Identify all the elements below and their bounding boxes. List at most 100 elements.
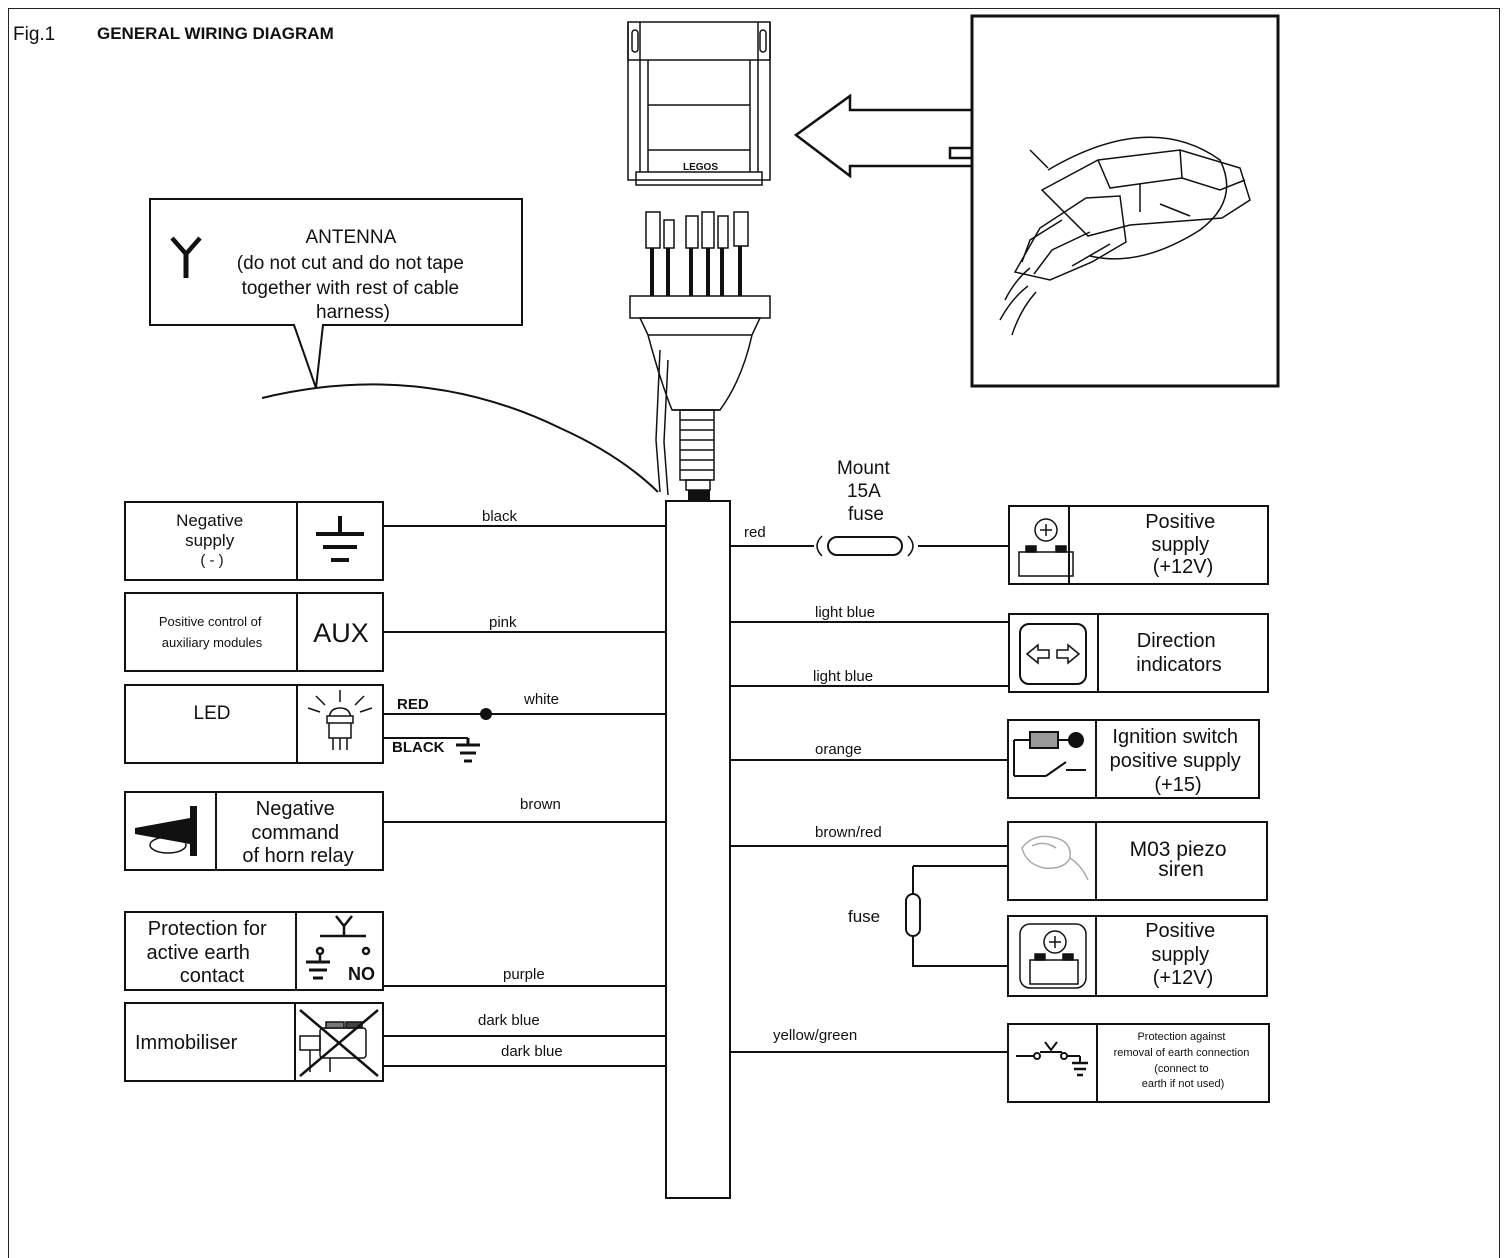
fuse-label-1: Mount [837,458,891,479]
negative-supply-label-2: supply [185,531,235,550]
positive-supply-box-1: Positive supply (+12V) [1008,505,1269,585]
svg-text:Protection for active ea: Protection for active earth contact [147,918,273,987]
wire-label-white: white [523,691,559,708]
ignition-box: Ignition switch positive supply (+15) [1007,719,1260,799]
fuse-15a [816,535,914,557]
svg-text:Positive supply (+: Positive supply (+12V) [1145,511,1221,578]
wire-label-dark-blue-2: dark blue [501,1043,563,1060]
no-symbol: NO [348,964,375,984]
aux-box: Positive control of auxiliary modules AU… [124,592,384,672]
siren-icon [1021,835,1089,881]
ignition-label-2: positive supply [1110,750,1241,772]
switch-icon [306,915,371,980]
siren-fuse-label: fuse [848,907,880,926]
horn-box: Negative command of horn relay [124,791,384,871]
svg-text:Mount 15A fuse: Mount 15A fuse [837,458,895,525]
wire-label-purple: purple [503,966,545,983]
aux-label-1: Positive control of [159,614,262,629]
earth-contact-label-3: contact [180,965,245,987]
wire-label-red: red [744,524,766,541]
fuse-label-3: fuse [848,504,884,525]
ignition-label-3: (+15) [1154,774,1201,796]
svg-text:Protection against remov: Protection against removal of earth conn… [1114,1031,1253,1090]
direction-label-1: Direction [1137,630,1216,652]
legos-label: LEGOS [683,162,718,173]
figure-label: Fig.1 [13,24,55,45]
wire-label-yellow-green: yellow/green [773,1027,857,1044]
svg-text:Direction indicators: Direction indicators [1136,630,1222,676]
fuse-label-2: 15A [847,481,881,502]
siren-label-1: M03 piezo [1130,838,1227,861]
antenna-callout: ANTENNA (do not cut and do not tape toge… [149,198,659,493]
harness-bar [665,500,731,1199]
junction-dot [480,708,492,720]
inset-detail-box [970,14,1280,388]
figure-title: GENERAL WIRING DIAGRAM [97,24,334,43]
direction-box: Direction indicators [1008,613,1269,693]
svg-text:Positive control of auxi: Positive control of auxiliary modules [159,614,265,650]
wire-label-brown-red: brown/red [815,824,882,841]
positive-supply-1-label-1: Positive [1145,511,1215,533]
led-icon [307,690,373,750]
arrow-indicator [793,93,987,179]
figure-frame [8,8,1500,1258]
immobiliser-label: Immobiliser [135,1032,238,1054]
led-black-label: BLACK [392,739,445,756]
negative-supply-sign: ( - ) [200,552,223,569]
led-box: LED [124,684,384,764]
earth-removal-box: Protection against removal of earth conn… [1007,1023,1270,1103]
wire-label-black: black [482,508,518,525]
aux-symbol: AUX [313,618,369,648]
battery-icon-2 [1019,923,1087,989]
antenna-note-1: (do not cut and do not tape [237,253,464,274]
siren-fuse [905,893,921,937]
earth-switch-icon [1016,1041,1088,1077]
led-label: LED [194,703,231,724]
ground-icon [316,516,364,562]
ignition-label-1: Ignition switch [1112,726,1238,748]
control-unit-connector: LEGOS [627,21,771,500]
wire-label-light-blue-1: light blue [815,604,875,621]
antenna-note-2: together with rest of cable [242,278,460,299]
negative-supply-label: Negative [176,511,243,530]
horn-label-1: Negative [256,798,335,820]
earth-removal-label-2: removal of earth connection [1114,1047,1250,1059]
led-ground-icon [456,738,480,763]
antenna-icon [170,236,202,278]
svg-text:Negative supply (: Negative supply ( - ) [176,511,248,569]
wire-label-dark-blue-1: dark blue [478,1012,540,1029]
antenna-wire [261,383,659,493]
positive-supply-2-label-2: supply [1151,944,1209,966]
led-red-label: RED [397,696,429,713]
antenna-title: ANTENNA [305,227,396,248]
positive-supply-box-2: Positive supply (+12V) [1007,915,1268,997]
immobiliser-box: Immobiliser [124,1002,384,1082]
immobiliser-icon [299,1009,379,1077]
negative-supply-box: Negative supply ( - ) [124,501,384,581]
antenna-note-3: harness) [316,302,390,323]
aux-label-2: auxiliary modules [162,635,263,650]
positive-supply-1-label-2: supply [1151,534,1209,556]
svg-text:Ignition switch positive: Ignition switch positive supply (+15) [1110,726,1247,796]
earth-removal-label-4: earth if not used) [1142,1078,1225,1090]
earth-contact-label-1: Protection for [148,918,267,940]
wire-label-brown: brown [520,796,561,813]
svg-text:ANTENNA (do not cut and: ANTENNA (do not cut and do not tape toge… [237,227,469,323]
ignition-key-icon [1013,731,1086,777]
earth-removal-label-1: Protection against [1137,1031,1225,1043]
positive-supply-2-label-1: Positive [1145,920,1215,942]
siren-fuse-wire [912,865,1008,967]
direction-label-2: indicators [1136,654,1222,676]
positive-supply-1-label-3: (+12V) [1153,556,1214,578]
horn-icon [135,806,197,856]
inset-detail-drawing [999,136,1251,336]
earth-contact-box: Protection for active earth contact NO [124,911,384,991]
siren-label-2: siren [1158,858,1204,881]
wire-label-orange: orange [815,741,862,758]
wire-label-pink: pink [489,614,517,631]
wire-label-light-blue-2: light blue [813,668,873,685]
battery-icon [1018,518,1074,577]
horn-label-2: command [251,822,339,844]
svg-text:Positive supply (+: Positive supply (+12V) [1145,920,1221,989]
